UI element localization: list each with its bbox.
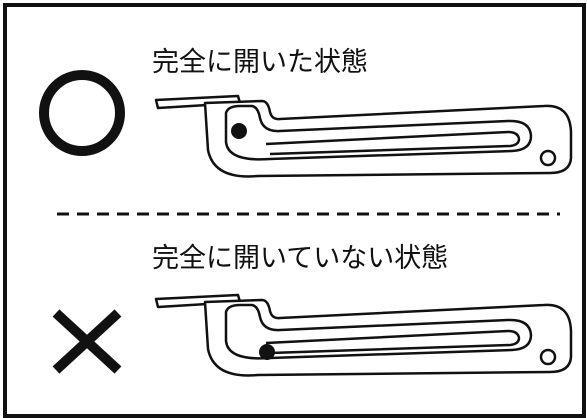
circle-mark-icon (39, 70, 125, 156)
cross-mark-icon (52, 309, 122, 374)
caption-fully-open: 完全に開いた状態 (152, 47, 368, 78)
pivot-hole-closed (539, 348, 557, 366)
latch-pin-open (231, 123, 247, 139)
latch-fully-open (154, 94, 573, 178)
caption-not-fully-open: 完全に開いていない状態 (152, 243, 449, 274)
latch-not-fully-open (154, 293, 573, 377)
latch-slot-open (224, 104, 533, 161)
pivot-hole-open (539, 149, 557, 167)
latch-track-closed (265, 329, 521, 355)
latch-track-open (265, 130, 521, 156)
latch-pin-closed (259, 344, 275, 360)
